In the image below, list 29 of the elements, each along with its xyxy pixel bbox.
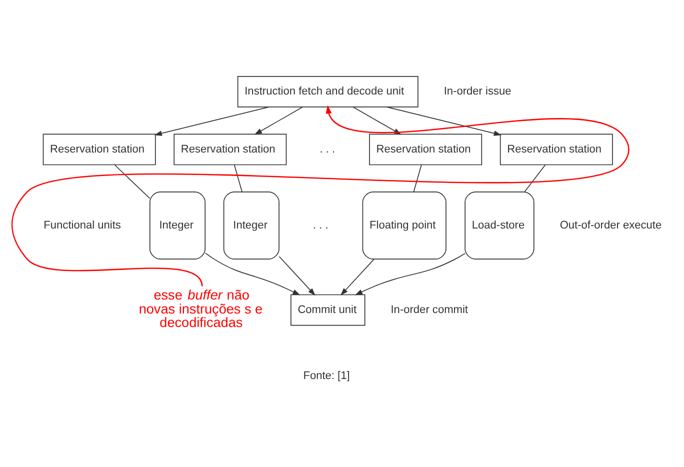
node-box: Reservation station [369, 133, 482, 165]
label: . . . [313, 218, 328, 231]
label: Fonte: [1] [303, 370, 350, 382]
node-box: Reservation station [42, 133, 156, 165]
arrow [205, 252, 300, 295]
arrow [12, 104, 629, 286]
node-box: Load-store [464, 191, 534, 259]
node-box: Integer [223, 191, 280, 259]
arrow [254, 106, 303, 134]
connector [524, 164, 546, 192]
arrow [354, 252, 466, 295]
connector [114, 164, 150, 198]
arrow [340, 258, 375, 296]
node-box: Instruction fetch and decode unit [237, 75, 418, 107]
node-box: Floating point [362, 191, 446, 259]
label: In-order commit [390, 303, 468, 316]
node-box: Reservation station [174, 133, 287, 165]
label: In-order issue [444, 85, 512, 98]
label: . . . [320, 142, 336, 155]
connector [413, 164, 422, 192]
connector [234, 164, 242, 192]
node-text: esse buffer não novas instruções s e decodificadas [138, 287, 263, 330]
arrow [154, 106, 270, 136]
node-box: Reservation station [500, 133, 613, 165]
label: Functional units [44, 218, 121, 231]
arrow [278, 256, 316, 296]
label: Out-of-order execute [560, 218, 662, 231]
node-box: Commit unit [290, 294, 366, 326]
node-box: Integer [149, 191, 206, 259]
